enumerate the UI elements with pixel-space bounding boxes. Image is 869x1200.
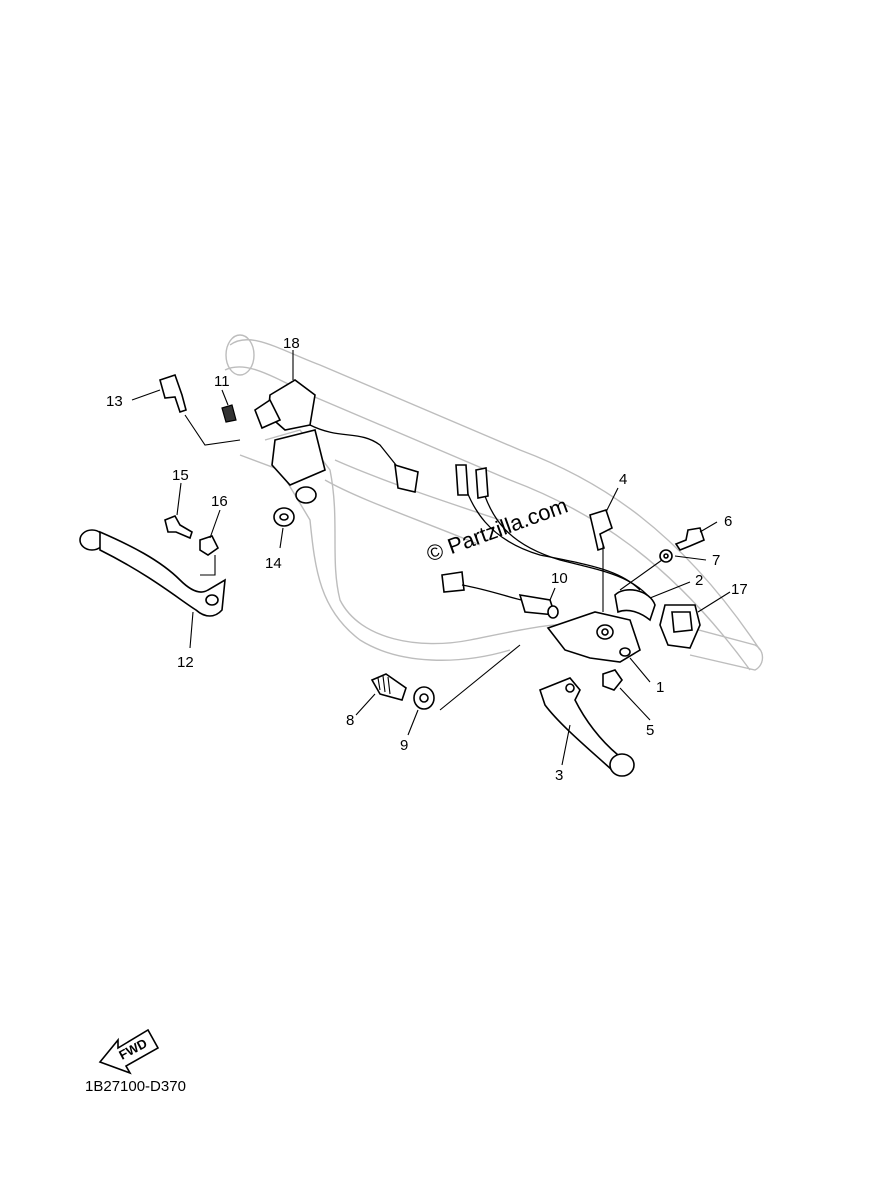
part-17-switch-housing	[659, 604, 701, 649]
part-15-bolt	[164, 514, 193, 540]
part-4-pivot-bolt	[589, 509, 613, 552]
part-7-washer	[659, 549, 673, 563]
callout-16: 16	[211, 493, 228, 510]
callout-18: 18	[283, 335, 300, 352]
watermark: © Partzilla.com	[423, 493, 571, 567]
callout-10: 10	[551, 570, 568, 587]
callout-5: 5	[646, 722, 654, 739]
part-5-nut	[602, 669, 623, 691]
part-11-screw	[221, 404, 237, 423]
callout-1: 1	[656, 679, 664, 696]
part-6-bolt	[674, 527, 705, 551]
part-18-switch	[254, 379, 419, 504]
callout-14: 14	[265, 555, 282, 572]
callout-12: 12	[177, 654, 194, 671]
part-16-nut	[199, 535, 220, 556]
callout-11: 11	[214, 373, 230, 390]
part-10-clutch-switch	[518, 594, 559, 619]
callout-4: 4	[619, 471, 627, 488]
callout-3: 3	[555, 767, 563, 784]
callout-9: 9	[400, 737, 408, 754]
callout-2: 2	[695, 572, 703, 589]
part-2-holder-clamp	[614, 589, 656, 622]
callout-13: 13	[106, 393, 123, 410]
part-13-bolt	[159, 373, 187, 414]
leader-lines	[131, 350, 731, 766]
callout-6: 6	[724, 513, 732, 530]
part-14-nut	[273, 507, 295, 527]
part-12-brake-lever	[79, 529, 226, 617]
part-3-clutch-lever	[539, 677, 635, 777]
fwd-arrow-icon: FWD	[98, 1028, 160, 1075]
callout-17: 17	[731, 581, 748, 598]
part-9-locknut	[413, 686, 435, 710]
drawing-code: 1B27100-D370	[85, 1078, 186, 1095]
callout-labels: 1 2 3 4 5 6 7 8 9 10 11 12 13 14 15 16 1…	[106, 335, 748, 784]
callout-8: 8	[346, 712, 354, 729]
callout-7: 7	[712, 552, 720, 569]
part-1-lever-holder	[546, 611, 641, 663]
callout-15: 15	[172, 467, 189, 484]
part-8-adjuster	[370, 673, 407, 701]
